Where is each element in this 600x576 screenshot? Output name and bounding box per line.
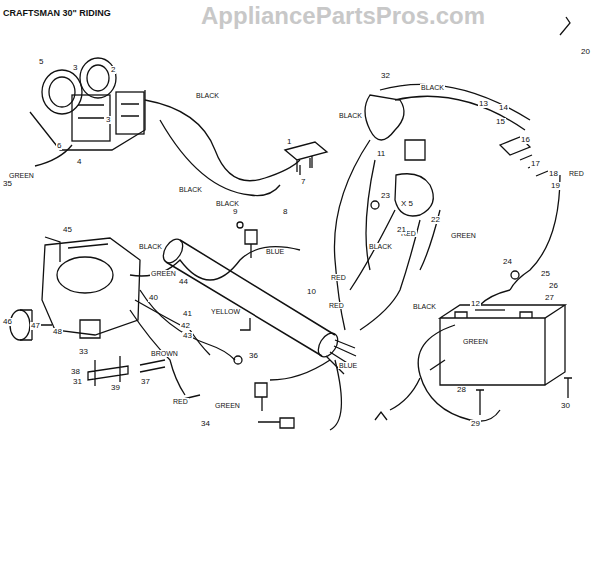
- callout-number: 27: [544, 294, 555, 302]
- wire-color-label: BLUE: [265, 248, 285, 255]
- callout-number: 26: [548, 282, 559, 290]
- callout-number: 17: [530, 160, 541, 168]
- callout-number: 5: [38, 58, 44, 66]
- wire-color-label: RED: [328, 302, 345, 309]
- callout-number: 2: [110, 66, 116, 74]
- callout-number: 13: [478, 100, 489, 108]
- callout-number: 34: [200, 420, 211, 428]
- callout-number: 25: [540, 270, 551, 278]
- wire-color-label: BLACK: [338, 112, 363, 119]
- callout-number: 14: [498, 104, 509, 112]
- wire-color-label: GREEN: [462, 338, 489, 345]
- callout-number: 6: [56, 142, 62, 150]
- callout-number: 30: [560, 402, 571, 410]
- callout-number: 4: [76, 158, 82, 166]
- callout-number: 8: [282, 208, 288, 216]
- callout-number: 1: [286, 138, 292, 146]
- callout-number: 45: [62, 226, 73, 234]
- callout-number: 33: [78, 348, 89, 356]
- callout-number: 12: [470, 300, 481, 308]
- callout-number: 36: [248, 352, 259, 360]
- callout-number: 42: [180, 322, 191, 330]
- callout-number: 41: [182, 310, 193, 318]
- title: CRAFTSMAN 30" RIDING: [3, 8, 111, 18]
- callout-number: 23: [380, 192, 391, 200]
- callout-number: 21: [396, 226, 407, 234]
- callout-number: 11: [376, 150, 386, 158]
- callout-number: X 5: [400, 200, 414, 208]
- callout-number: 10: [306, 288, 317, 296]
- callout-number: 19: [550, 182, 561, 190]
- wire-color-label: BROWN: [150, 350, 179, 357]
- callout-number: 9: [232, 208, 238, 216]
- callout-number: 43: [182, 332, 193, 340]
- callout-number: 46: [2, 318, 13, 326]
- wire-color-label: BLACK: [412, 303, 437, 310]
- callout-number: 3: [72, 64, 78, 72]
- callout-number: 31: [72, 378, 83, 386]
- callout-number: 39: [110, 384, 121, 392]
- wire-color-label: BLACK: [178, 186, 203, 193]
- wire-color-label: BLACK: [138, 243, 163, 250]
- callout-number: 3: [105, 116, 111, 124]
- wire-color-label: RED: [330, 274, 347, 281]
- callout-number: 7: [300, 178, 306, 186]
- wire-color-label: BLACK: [420, 84, 445, 91]
- wire-color-label: GREEN: [150, 270, 177, 277]
- callout-number: 18: [548, 170, 559, 178]
- wire-color-label: BLACK: [215, 200, 240, 207]
- callout-number: 37: [140, 378, 151, 386]
- callout-number: 44: [178, 278, 189, 286]
- wire-color-label: GREEN: [214, 402, 241, 409]
- callout-number: 35: [2, 180, 13, 188]
- callout-number: 48: [52, 328, 63, 336]
- wire-color-label: BLUE: [338, 362, 358, 369]
- wire-color-label: YELLOW: [210, 308, 241, 315]
- watermark: AppliancePartsPros.com: [200, 4, 486, 28]
- callout-number: 29: [470, 420, 481, 428]
- wire-color-label: RED: [172, 398, 189, 405]
- callout-number: 20: [580, 48, 591, 56]
- callout-number: 28: [456, 386, 467, 394]
- callout-number: 40: [148, 294, 159, 302]
- wire-color-label: GREEN: [8, 172, 35, 179]
- callout-number: 32: [380, 72, 391, 80]
- callout-number: 16: [520, 136, 531, 144]
- callout-number: 47: [30, 322, 41, 330]
- wire-color-label: BLACK: [195, 92, 220, 99]
- callout-number: 22: [430, 216, 441, 224]
- callout-number: 24: [502, 258, 513, 266]
- callout-number: 38: [70, 368, 81, 376]
- wire-color-label: RED: [568, 170, 585, 177]
- callout-number: 15: [495, 118, 506, 126]
- wire-color-label: GREEN: [450, 232, 477, 239]
- wire-color-label: BLACK: [368, 243, 393, 250]
